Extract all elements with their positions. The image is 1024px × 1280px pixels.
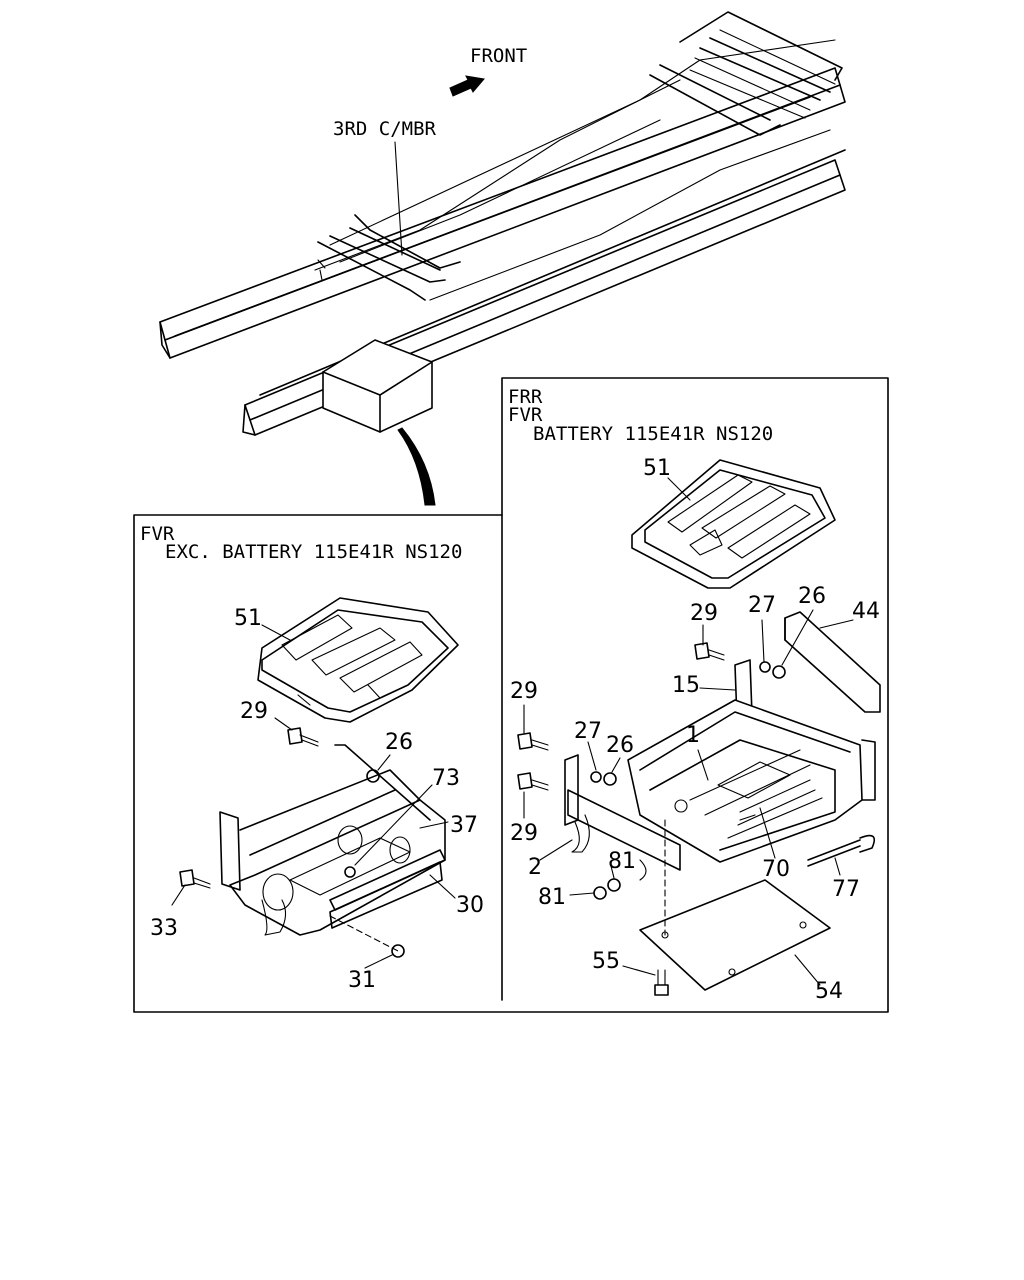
- panel-left: FVR EXC. BATTERY 115E41R NS120: [140, 523, 484, 993]
- panel-right: FRR FVR BATTERY 115E41R NS120: [508, 386, 881, 1004]
- crossmember-label: 3RD C/MBR: [333, 118, 437, 140]
- front-arrow-icon: [449, 75, 485, 97]
- callout-70: 70: [762, 857, 790, 882]
- callout-27-top: 27: [748, 593, 776, 618]
- callout-29-left: 29: [240, 699, 268, 724]
- callout-29-right-top: 29: [690, 601, 718, 626]
- callout-81-lower: 81: [538, 885, 566, 910]
- callout-54: 54: [815, 979, 843, 1004]
- right-title-line1: FRR: [508, 386, 543, 408]
- callout-30: 30: [456, 893, 484, 918]
- nut-26-left: [366, 769, 380, 783]
- left-title-line1: FVR: [140, 523, 175, 545]
- callout-55: 55: [592, 949, 620, 974]
- front-label: FRONT: [470, 45, 527, 67]
- callout-51-right: 51: [643, 456, 671, 481]
- callout-26-top: 26: [798, 584, 826, 609]
- nut-81-lower: [593, 886, 607, 900]
- bolt-29-right-mid: [517, 732, 549, 751]
- bolt-29-right-low: [517, 772, 549, 791]
- callout-37: 37: [450, 813, 478, 838]
- right-title-line2: FVR: [508, 404, 543, 426]
- callout-27-mid: 27: [574, 719, 602, 744]
- callout-15: 15: [672, 673, 700, 698]
- bolt-55: [654, 969, 669, 996]
- left-title-line2: EXC. BATTERY 115E41R NS120: [165, 541, 462, 563]
- nut-31: [391, 944, 405, 958]
- right-title-line3: BATTERY 115E41R NS120: [533, 423, 773, 445]
- callout-44: 44: [852, 599, 880, 624]
- callout-77: 77: [832, 877, 860, 902]
- nut-26-mid: [603, 772, 617, 786]
- bolt-29-left: [287, 727, 319, 747]
- callout-33: 33: [150, 916, 178, 941]
- chassis-frame: [159, 11, 846, 506]
- callout-29-right-mid: 29: [510, 679, 538, 704]
- callout-51-left: 51: [234, 606, 262, 631]
- callout-26-left: 26: [385, 730, 413, 755]
- washer-27-top: [759, 661, 771, 673]
- bolt-33: [179, 869, 211, 889]
- bolt-29-right-top: [694, 642, 725, 661]
- callout-73: 73: [432, 766, 460, 791]
- callout-1: 1: [686, 723, 700, 748]
- panel-borders: [133, 377, 889, 1013]
- callout-2: 2: [528, 855, 542, 880]
- callout-31: 31: [348, 968, 376, 993]
- callout-26-mid: 26: [606, 733, 634, 758]
- nut-26-top: [772, 665, 786, 679]
- crossmember-leader: [394, 141, 403, 256]
- callout-29-right-low: 29: [510, 821, 538, 846]
- part-73: [344, 866, 356, 878]
- callout-81-upper: 81: [608, 849, 636, 874]
- nut-81-upper: [607, 878, 621, 892]
- washer-27-mid: [590, 771, 602, 783]
